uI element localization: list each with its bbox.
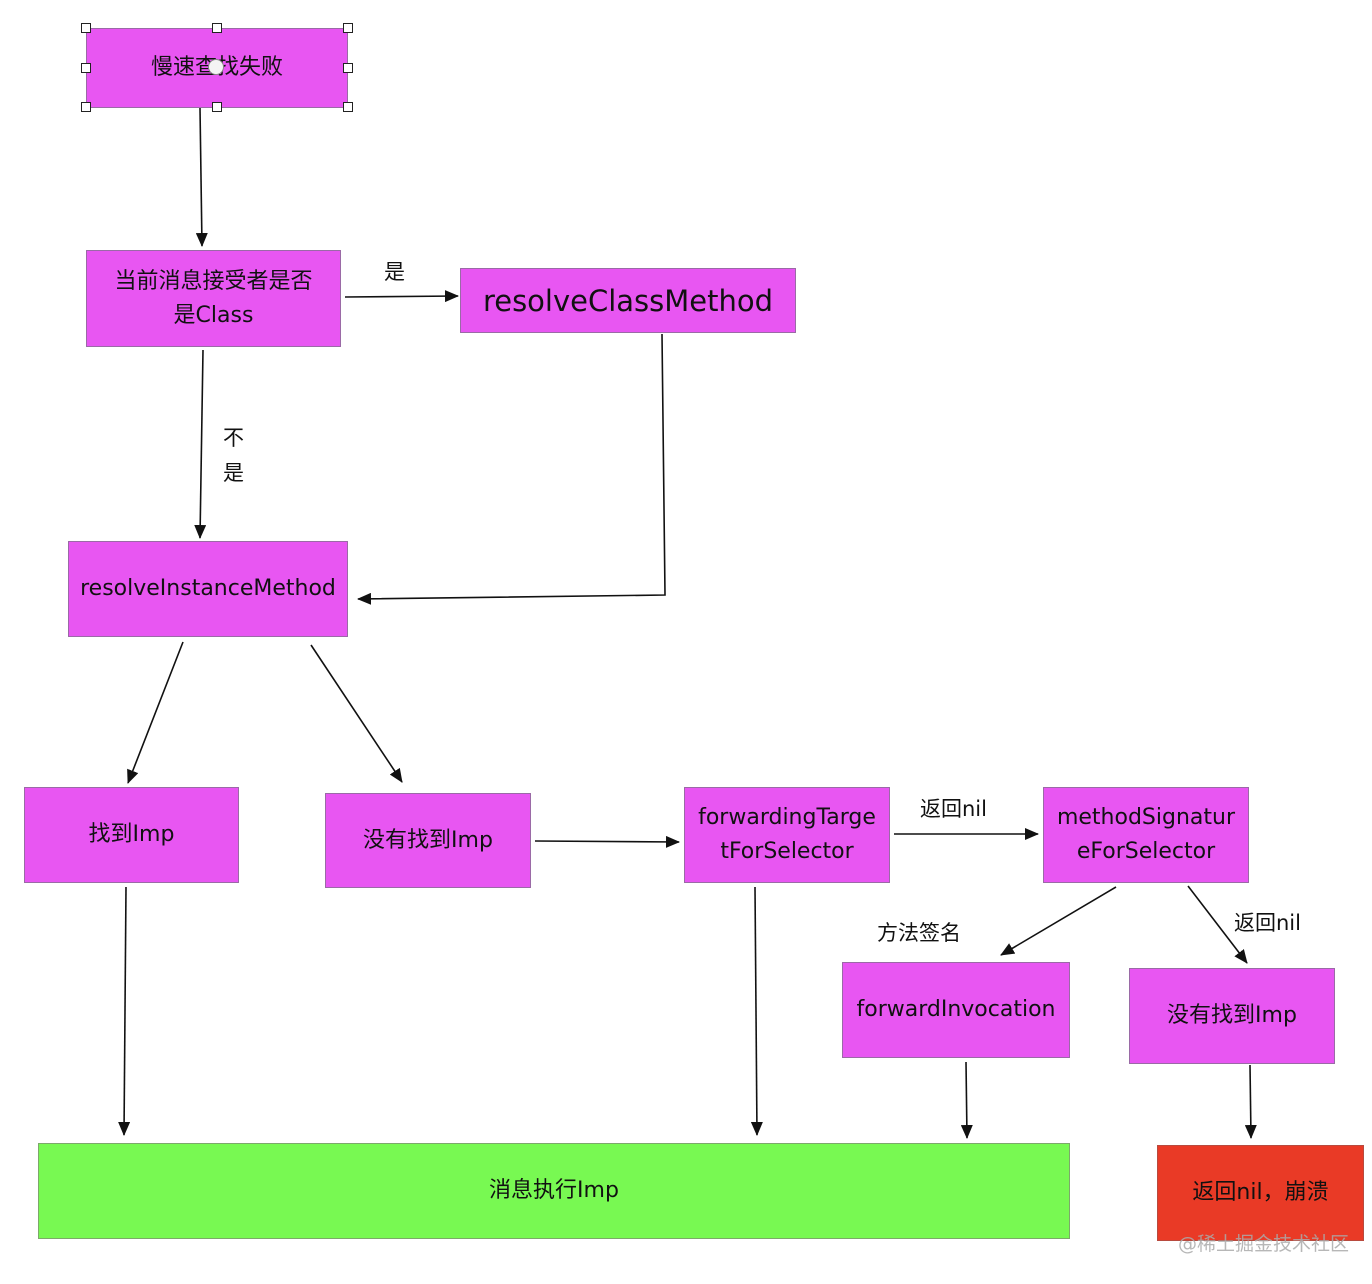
rotation-handle[interactable]: [208, 59, 224, 75]
return-nil-crash-node[interactable]: 返回nil，崩溃: [1157, 1145, 1364, 1241]
selection-handle-middle-left[interactable]: [81, 63, 91, 73]
edge-label-yes: 是: [384, 260, 405, 284]
arrow-found-to-execute: [118, 886, 131, 1136]
arrow-forwardinvocation-to-execute: [960, 1061, 973, 1139]
selection-handle-top-middle[interactable]: [212, 23, 222, 33]
resolve-class-method-node[interactable]: resolveClassMethod: [460, 268, 796, 333]
not-found-imp-2-text: 没有找到Imp: [1167, 1003, 1297, 1028]
edge-label-no-line2: 是: [223, 461, 244, 485]
is-class-text: 当前消息接受者是否 是Class: [114, 265, 312, 333]
forwarding-target-line1: forwardingTarge: [698, 805, 876, 830]
method-signature-line1: methodSignatur: [1056, 805, 1236, 830]
not-found-imp-2-node[interactable]: 没有找到Imp: [1129, 968, 1335, 1064]
forward-invocation-text: forwardInvocation: [856, 997, 1056, 1022]
method-signature-node[interactable]: methodSignatur eForSelector: [1043, 787, 1249, 883]
execute-imp-text: 消息执行Imp: [489, 1178, 619, 1203]
found-imp-node[interactable]: 找到Imp: [24, 787, 239, 883]
forwarding-target-text: forwardingTarge tForSelector: [698, 801, 876, 869]
method-signature-text: methodSignatur eForSelector: [1057, 801, 1235, 869]
selection-handle-bottom-middle[interactable]: [212, 102, 222, 112]
selection-handle-top-right[interactable]: [343, 23, 353, 33]
arrow-slow-to-isclass: [195, 107, 208, 247]
selection-handle-bottom-left[interactable]: [81, 102, 91, 112]
resolve-instance-method-text: resolveInstanceMethod: [80, 576, 336, 601]
return-nil-crash-text: 返回nil，崩溃: [1192, 1180, 1329, 1205]
arrow-resolveinstance-to-notfound: [310, 644, 403, 783]
method-signature-line2: eForSelector: [1076, 839, 1216, 864]
arrow-resolveclass-to-resolveinstance: [357, 333, 666, 605]
arrow-methodsignature-to-forwardinvocation: [1000, 886, 1117, 956]
forwarding-target-line2: tForSelector: [720, 839, 854, 864]
resolve-class-method-text: resolveClassMethod: [482, 283, 774, 318]
arrow-isclass-to-resolveinstance: [194, 349, 207, 539]
is-class-text-line2: 是Class: [173, 302, 254, 328]
arrow-forwardingtarget-to-execute: [750, 886, 763, 1136]
forward-invocation-node[interactable]: forwardInvocation: [842, 962, 1070, 1058]
edge-label-return-nil-1: 返回nil: [920, 797, 987, 821]
is-class-text-line1: 当前消息接受者是否: [114, 268, 313, 294]
watermark: @稀土掘金技术社区: [1178, 1233, 1350, 1255]
selection-handle-middle-right[interactable]: [343, 63, 353, 73]
arrow-isclass-to-resolveclass: [344, 290, 459, 303]
execute-imp-node[interactable]: 消息执行Imp: [38, 1143, 1070, 1239]
is-class-decision-node[interactable]: 当前消息接受者是否 是Class: [86, 250, 341, 347]
selection-handle-bottom-right[interactable]: [343, 102, 353, 112]
arrow-notfound-to-forwardingtarget: [534, 835, 680, 848]
not-found-imp-node[interactable]: 没有找到Imp: [325, 793, 531, 888]
forwarding-target-node[interactable]: forwardingTarge tForSelector: [684, 787, 890, 883]
arrow-notfound2-to-crash: [1244, 1064, 1257, 1139]
selection-handle-top-left[interactable]: [81, 23, 91, 33]
edge-label-no-line1: 不: [223, 426, 244, 450]
found-imp-text: 找到Imp: [88, 822, 175, 847]
arrow-resolveinstance-to-found: [127, 641, 184, 784]
arrow-methodsignature-to-notfound2: [1187, 885, 1248, 964]
resolve-instance-method-node[interactable]: resolveInstanceMethod: [68, 541, 348, 637]
edge-label-return-nil-2: 返回nil: [1234, 911, 1301, 935]
edge-label-method-signature: 方法签名: [877, 921, 961, 945]
not-found-imp-text: 没有找到Imp: [363, 827, 493, 853]
